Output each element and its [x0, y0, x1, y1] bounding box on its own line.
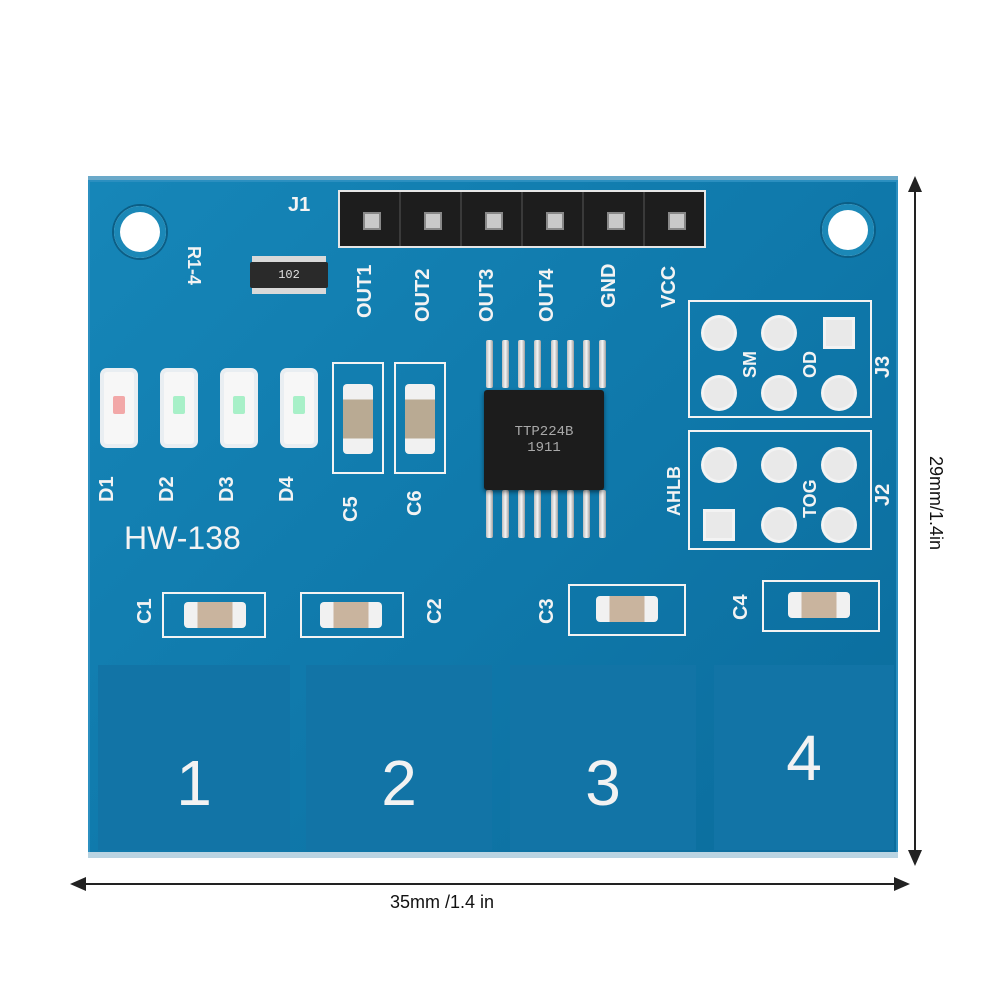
cap-outline [300, 592, 404, 638]
model-label: HW-138 [124, 520, 241, 556]
pin [523, 192, 584, 246]
label-d4: D4 [276, 476, 298, 502]
height-label: 29mm/1.4in [926, 456, 946, 551]
resistor-array: 102 [250, 262, 328, 288]
chip-part: TTP224B [514, 424, 574, 440]
label-c4: C4 [730, 594, 752, 620]
chip-legs-bottom [486, 490, 606, 540]
capacitor-c6 [405, 384, 435, 454]
touch-pad-number: 2 [381, 746, 417, 819]
label-d2: D2 [156, 476, 178, 502]
cap-outline [762, 580, 880, 632]
jumper-j2 [688, 430, 872, 550]
header-label: J1 [288, 194, 311, 216]
capacitor-c5 [343, 384, 373, 454]
ic-chip: TTP224B 1911 [484, 390, 604, 490]
board-edge-top [88, 176, 898, 182]
capacitor-c4 [788, 592, 850, 618]
touch-pad-4[interactable]: 4 [714, 665, 894, 850]
resistor-label: R1-4 [184, 246, 204, 286]
label-c1: C1 [134, 598, 156, 624]
touch-pad-number: 4 [786, 721, 822, 794]
pin-label-out2: OUT2 [412, 268, 434, 322]
j3-label: J3 [872, 355, 894, 378]
arrow-right-icon [894, 877, 910, 891]
arrow-up-icon [908, 176, 922, 192]
jumper-pad [704, 450, 734, 480]
led-die [233, 396, 245, 414]
label-c5: C5 [340, 496, 362, 522]
width-label: 35mm /1.4 in [390, 892, 495, 912]
cap-outline [162, 592, 266, 638]
pin [462, 192, 523, 246]
arrow-down-icon [908, 850, 922, 866]
pin [645, 192, 704, 246]
jumper-pad [764, 378, 794, 408]
j2-mark-ahlb: AHLB [664, 466, 684, 516]
jumper-pad [764, 318, 794, 348]
cap-outline [394, 362, 446, 474]
pin-label-out1: OUT1 [354, 264, 376, 318]
jumper-pad [824, 378, 854, 408]
chip-date-code: 1911 [527, 440, 561, 456]
pin-label-gnd: GND [598, 263, 620, 308]
jumper-pad [824, 450, 854, 480]
j2-mark-tog: TOG [800, 479, 820, 518]
label-c3: C3 [536, 598, 558, 624]
capacitor-c2 [320, 602, 382, 628]
capacitor-c1 [184, 602, 246, 628]
label-d3: D3 [216, 476, 238, 502]
pin-label-out4: OUT4 [536, 268, 558, 322]
touch-pad-number: 3 [585, 746, 621, 819]
j3-mark-od: OD [800, 351, 820, 378]
mounting-hole-left [114, 206, 166, 258]
label-c6: C6 [404, 490, 426, 516]
width-dimension-line [74, 883, 904, 885]
led-die [293, 396, 305, 414]
pin [401, 192, 462, 246]
pin-label-out3: OUT3 [476, 268, 498, 322]
led-die [173, 396, 185, 414]
label-d1: D1 [96, 476, 118, 502]
jumper-j3 [688, 300, 872, 418]
jumper-pad-square [706, 512, 732, 538]
j3-mark-sm: SM [740, 351, 760, 378]
arrow-left-icon [70, 877, 86, 891]
pin-header [338, 190, 706, 248]
jumper-pad [764, 450, 794, 480]
pin [584, 192, 645, 246]
jumper-pad-square [826, 320, 852, 346]
touch-pad-3[interactable]: 3 [510, 665, 696, 850]
touch-pad-1[interactable]: 1 [98, 665, 290, 850]
jumper-pad [704, 378, 734, 408]
jumper-pad [764, 510, 794, 540]
pin [340, 192, 401, 246]
label-c2: C2 [424, 598, 446, 624]
j2-label: J2 [872, 483, 894, 506]
touch-pad-number: 1 [176, 746, 212, 819]
jumper-pad [704, 318, 734, 348]
pin-label-vcc: VCC [658, 265, 680, 308]
height-dimension-line [914, 186, 916, 854]
led-die [113, 396, 125, 414]
capacitor-c3 [596, 596, 658, 622]
cap-outline [568, 584, 686, 636]
cap-outline [332, 362, 384, 474]
touch-pad-2[interactable]: 2 [306, 665, 492, 850]
chip-legs-top [486, 340, 606, 390]
resistor-code: 102 [278, 268, 300, 282]
mounting-hole-right [822, 204, 874, 256]
board-edge-bottom [88, 852, 898, 858]
jumper-pad [824, 510, 854, 540]
